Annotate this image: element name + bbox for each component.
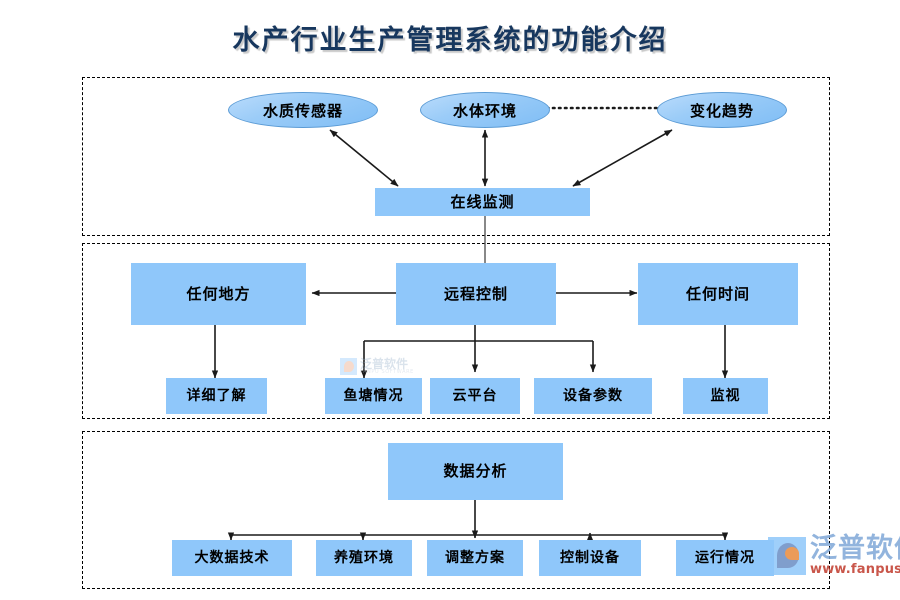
remote-control-section [82, 243, 830, 419]
box-cloud-platform[interactable]: 云平台 [430, 378, 520, 414]
box-big-data-technology[interactable]: 大数据技术 [172, 540, 292, 576]
box-remote-control[interactable]: 远程控制 [396, 263, 556, 325]
ellipse-change-trend[interactable]: 变化趋势 [657, 92, 787, 128]
box-monitor[interactable]: 监视 [683, 378, 768, 414]
box-breeding-environment[interactable]: 养殖环境 [316, 540, 412, 576]
box-control-device[interactable]: 控制设备 [539, 540, 641, 576]
ellipse-water-environment[interactable]: 水体环境 [420, 92, 550, 128]
online-monitoring-section [82, 77, 830, 236]
page-title: 水产行业生产管理系统的功能介绍 [232, 25, 668, 56]
box-fishpond-status[interactable]: 鱼塘情况 [325, 378, 422, 414]
box-device-parameters[interactable]: 设备参数 [534, 378, 652, 414]
box-anytime[interactable]: 任何时间 [638, 263, 798, 325]
box-data-analysis[interactable]: 数据分析 [388, 443, 563, 500]
box-adjustment-plan[interactable]: 调整方案 [427, 540, 523, 576]
box-anywhere[interactable]: 任何地方 [131, 263, 306, 325]
data-analysis-section [82, 431, 830, 589]
box-detailed-understanding[interactable]: 详细了解 [166, 378, 267, 414]
box-online-monitoring[interactable]: 在线监测 [375, 188, 590, 216]
box-operation-status[interactable]: 运行情况 [676, 540, 774, 576]
ellipse-water-quality-sensor[interactable]: 水质传感器 [228, 92, 378, 128]
